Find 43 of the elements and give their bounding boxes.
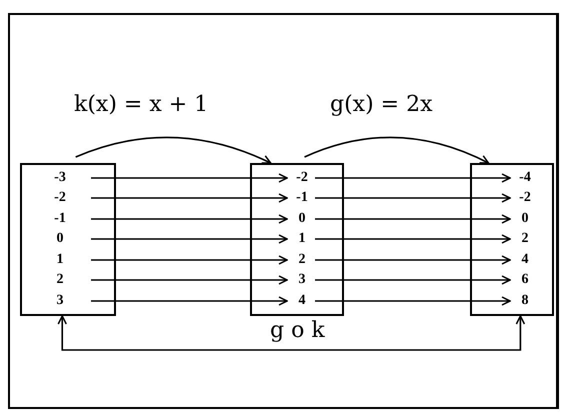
number-value: 1 [49, 252, 71, 268]
arrow [91, 296, 288, 306]
arrow [315, 193, 511, 203]
number-value: -4 [514, 170, 536, 186]
arrow [304, 136, 490, 164]
arrow [91, 255, 288, 265]
number-value: 2 [514, 231, 536, 247]
arrow [91, 234, 288, 244]
arrow [91, 173, 288, 183]
number-value: -2 [49, 190, 71, 206]
arrow [315, 255, 511, 265]
arrow [315, 214, 511, 224]
number-value: 4 [514, 252, 536, 268]
arrow [91, 275, 288, 285]
arrow [91, 214, 288, 224]
arrow [315, 275, 511, 285]
number-value: 6 [514, 272, 536, 288]
number-value: -3 [49, 170, 71, 186]
number-value: 3 [291, 272, 313, 288]
arrow [91, 193, 288, 203]
number-value: -2 [514, 190, 536, 206]
number-value: 1 [291, 231, 313, 247]
number-value: 2 [291, 252, 313, 268]
number-value: 2 [49, 272, 71, 288]
number-value: -1 [49, 211, 71, 227]
arrow [315, 173, 511, 183]
number-value: -2 [291, 170, 313, 186]
number-value: 8 [514, 293, 536, 309]
number-value: 0 [49, 231, 71, 247]
arrow [75, 136, 272, 164]
number-value: 0 [291, 211, 313, 227]
set-box [250, 163, 344, 316]
number-value: -1 [291, 190, 313, 206]
set-box [470, 163, 554, 316]
composition-label: g o k [268, 318, 327, 344]
arrow [58, 315, 526, 351]
arrow [315, 234, 511, 244]
function-label: g(x) = 2x [328, 92, 434, 118]
number-value: 3 [49, 293, 71, 309]
number-value: 0 [514, 211, 536, 227]
set-box [20, 163, 116, 316]
arrow [315, 296, 511, 306]
number-value: 4 [291, 293, 313, 309]
